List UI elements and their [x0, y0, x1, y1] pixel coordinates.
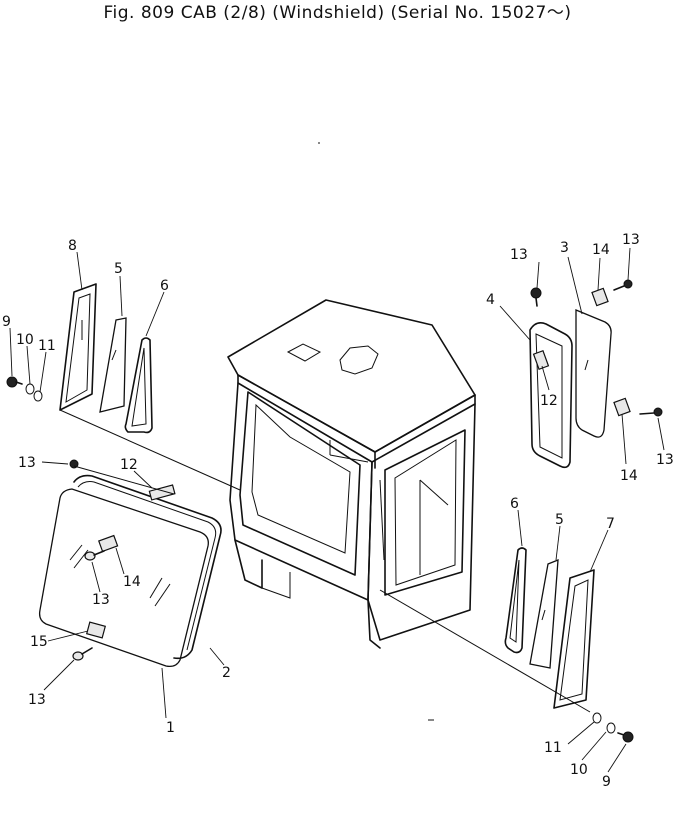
callout-9-right: 9	[602, 774, 611, 790]
callout-14-right-top: 14	[592, 242, 610, 258]
bolt-13-glass-lower	[72, 647, 93, 661]
callout-13-right-lower: 13	[656, 452, 674, 468]
glass-5-left	[99, 317, 127, 413]
washer-10-right	[606, 722, 616, 734]
callout-1: 1	[166, 720, 175, 736]
washer-10-left	[25, 383, 35, 395]
hinge-15	[85, 621, 107, 639]
washer-11-right	[592, 712, 602, 724]
callout-8: 8	[68, 238, 77, 254]
callout-13-right-upper: 13	[622, 232, 640, 248]
callout-15: 15	[30, 634, 48, 650]
bolt-9-right	[617, 731, 634, 743]
callout-10-right: 10	[570, 762, 588, 778]
corner-frame-8	[59, 283, 97, 411]
seal-4-right	[529, 322, 573, 469]
bolt-13-right-top	[530, 287, 542, 307]
bracket-12-right	[532, 350, 550, 370]
hinge-14-right-top	[591, 287, 609, 307]
callout-4: 4	[486, 292, 495, 308]
callout-7: 7	[606, 516, 615, 532]
callout-13-glass-lower: 13	[28, 692, 46, 708]
bolt-13-glass-upper	[84, 550, 105, 561]
glass-3-right	[575, 309, 612, 438]
leader-lines	[9, 247, 665, 773]
hinge-14-right-bottom	[613, 397, 631, 417]
callout-5-left: 5	[114, 261, 123, 277]
glass-5-right	[529, 559, 559, 669]
washer-11-left	[33, 390, 43, 402]
callout-13-right-top: 13	[510, 247, 528, 263]
cab-body	[227, 299, 476, 649]
callout-labels: 8 5 6 9 10 11 13 12 14 13 15 13 1 2 13 3…	[2, 232, 674, 790]
callout-3: 3	[560, 240, 569, 256]
bolt-13-right-upper	[613, 279, 633, 291]
windshield-glass-1	[38, 488, 209, 668]
bolt-13-right-lower	[639, 407, 663, 417]
callout-10-left: 10	[16, 332, 34, 348]
callout-14-right-bottom: 14	[620, 468, 638, 484]
callout-6-left: 6	[160, 278, 169, 294]
bolt-13-left-top	[69, 459, 79, 469]
callout-6-right: 6	[510, 496, 519, 512]
callout-9-left: 9	[2, 314, 11, 330]
callout-5-right: 5	[555, 512, 564, 528]
hinge-14-left	[98, 534, 119, 553]
corner-frame-7	[553, 569, 595, 709]
callout-11-left: 11	[38, 338, 56, 354]
weatherstrip-2	[73, 474, 222, 660]
rubber-6-right	[504, 547, 527, 654]
callout-2: 2	[222, 665, 231, 681]
bracket-12-left	[148, 484, 176, 501]
bolt-9-left	[6, 376, 23, 388]
callout-12-right: 12	[540, 393, 558, 409]
rubber-6-left	[124, 337, 153, 434]
assembly-lines	[59, 142, 591, 721]
callout-11-right: 11	[544, 740, 562, 756]
figure-title: Fig. 809 CAB (2/8) (Windshield) (Serial …	[103, 3, 572, 23]
callout-13-left-top: 13	[18, 455, 36, 471]
callout-13-glass-upper: 13	[92, 592, 110, 608]
callout-14-left: 14	[123, 574, 141, 590]
callout-12-left: 12	[120, 457, 138, 473]
